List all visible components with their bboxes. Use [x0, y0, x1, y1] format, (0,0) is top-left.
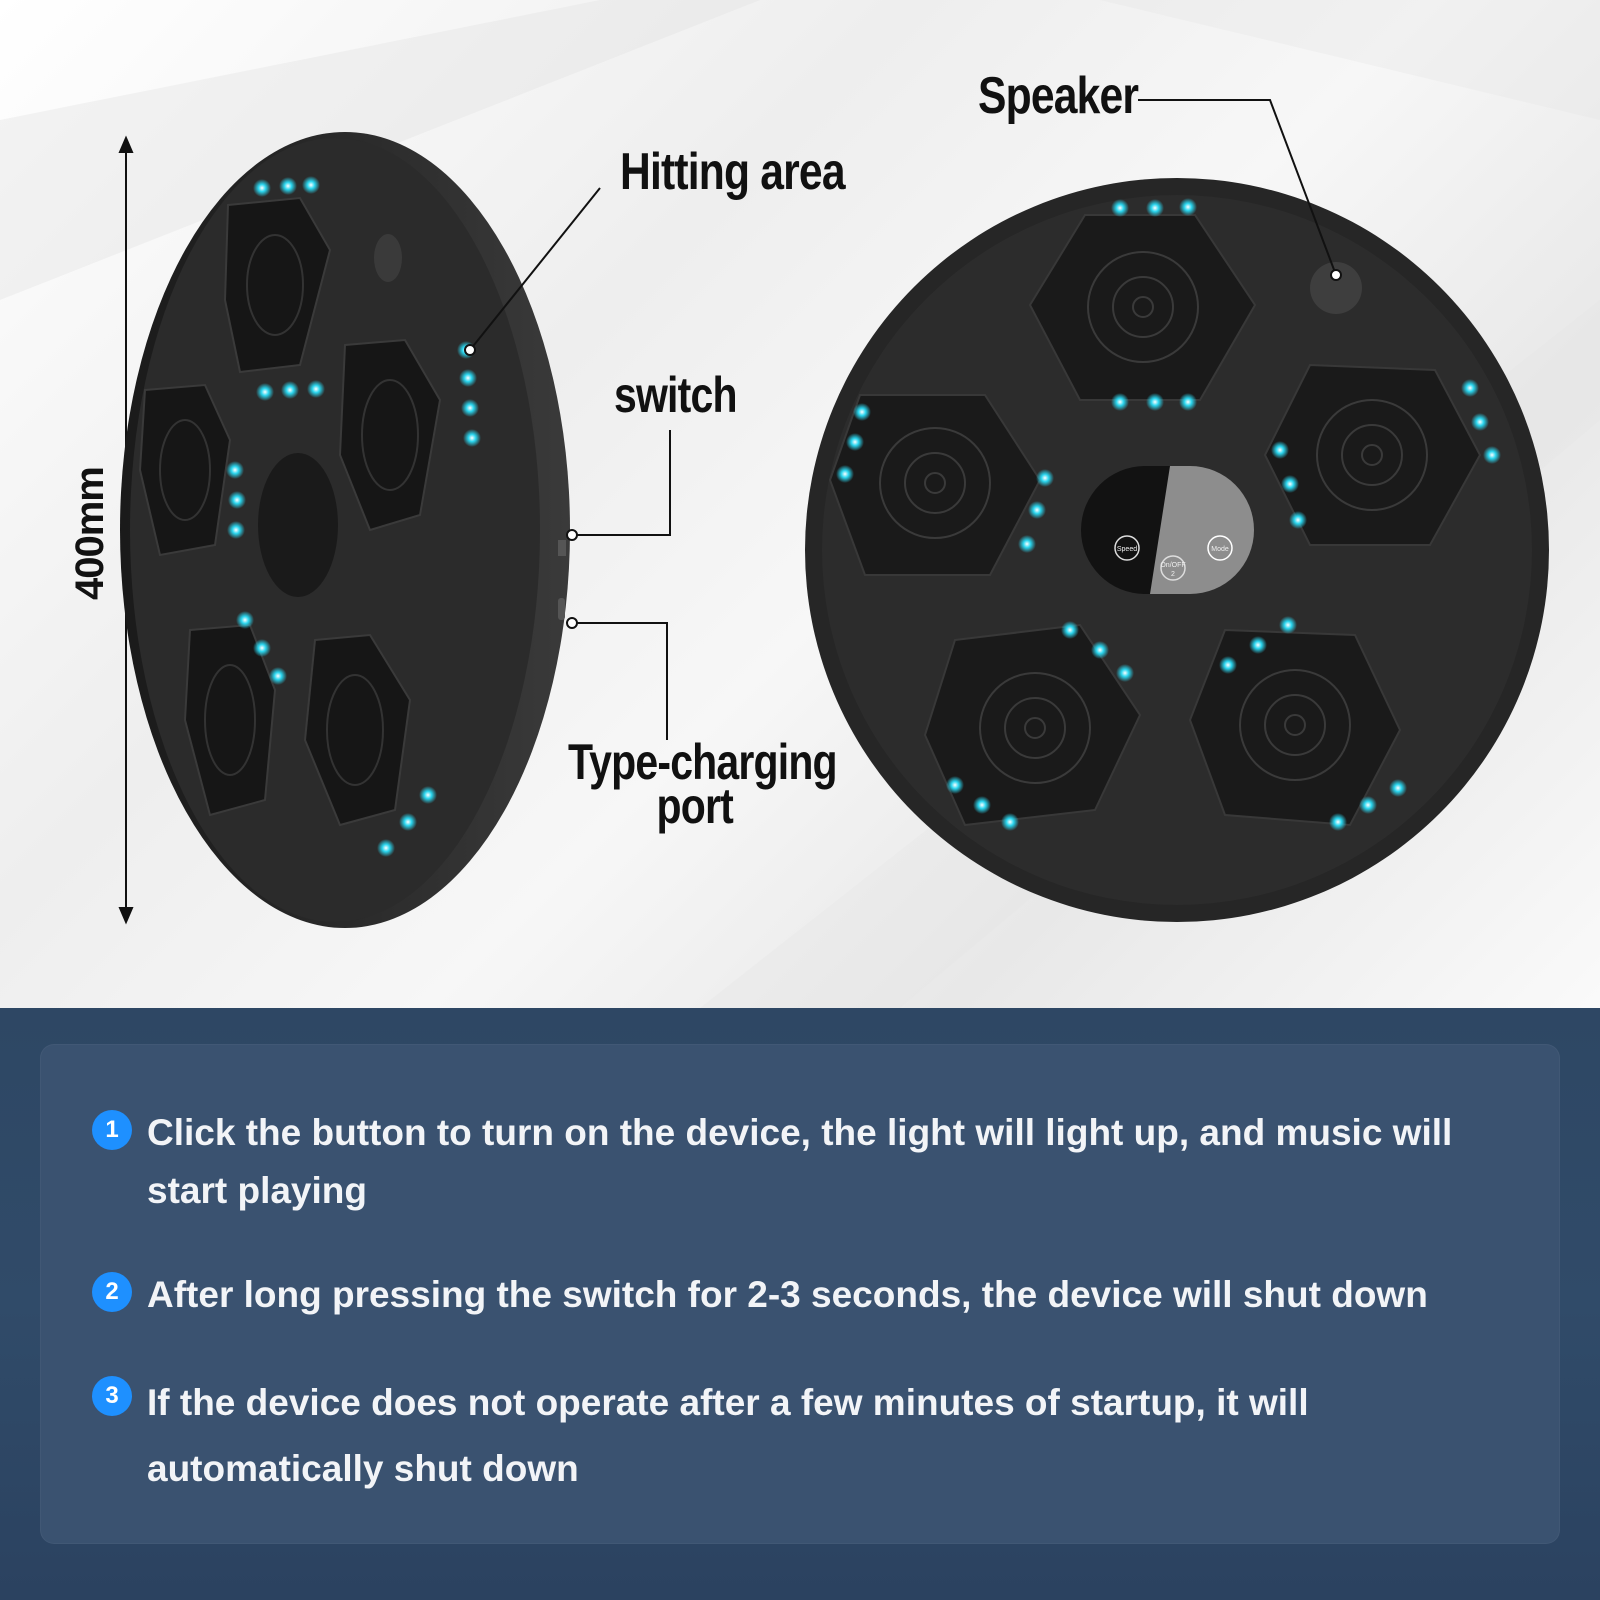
step-text: Click the button to turn on the device, …: [147, 1112, 1453, 1211]
device-drawing: Speed On/OFF 2 Mode: [118, 99, 1549, 928]
speed-button-label: Speed: [1117, 546, 1137, 553]
step-number-badge: 1: [92, 1110, 132, 1150]
mode-button-label: Mode: [1211, 546, 1229, 553]
charging-port-label-line2: port: [656, 778, 734, 834]
power-button-sublabel: 2: [1171, 571, 1175, 578]
charging-port-label: Type-charging port: [568, 734, 838, 834]
hitting-pad: [923, 623, 1142, 827]
hitting-pad: [1188, 628, 1402, 827]
power-button-label: On/OFF: [1160, 562, 1185, 569]
control-panel: [1081, 466, 1254, 594]
instructions-section: 1 Click the button to turn on the device…: [0, 1008, 1600, 1600]
hitting-pad: [828, 394, 1042, 576]
step-number-badge: 3: [92, 1376, 132, 1416]
instruction-step-1: 1 Click the button to turn on the device…: [92, 1104, 1517, 1220]
dimension-label: 400mm: [68, 467, 112, 600]
hitting-pad: [303, 633, 412, 827]
callout-dot: [566, 529, 578, 541]
instructions-panel: 1 Click the button to turn on the device…: [40, 1044, 1560, 1544]
callout-dot: [566, 617, 578, 629]
hitting-pad: [138, 383, 232, 557]
product-illustration-area: Speed On/OFF 2 Mode Hitting area Speaker…: [0, 0, 1600, 1008]
hitting-pad: [1263, 363, 1482, 546]
hitting-pad: [338, 338, 442, 532]
device-side-view: [120, 132, 570, 928]
callout-dot: [1330, 269, 1342, 281]
instruction-step-3: 3 If the device does not operate after a…: [92, 1370, 1517, 1502]
step-number-badge: 2: [92, 1272, 132, 1312]
callout-lines: [469, 99, 1337, 740]
step-text: After long pressing the switch for 2-3 s…: [147, 1274, 1428, 1315]
hitting-pad: [223, 196, 332, 374]
switch-label: switch: [614, 367, 737, 423]
hitting-pad: [1028, 214, 1257, 401]
hitting-area-label: Hitting area: [620, 143, 846, 201]
speaker-label: Speaker: [978, 67, 1139, 125]
device-front-view: [805, 178, 1549, 922]
charging-port-label-line1: Type-charging: [568, 734, 838, 790]
callout-dot: [464, 344, 476, 356]
step-text: If the device does not operate after a f…: [147, 1382, 1309, 1489]
instruction-step-2: 2 After long pressing the switch for 2-3…: [92, 1266, 1517, 1324]
